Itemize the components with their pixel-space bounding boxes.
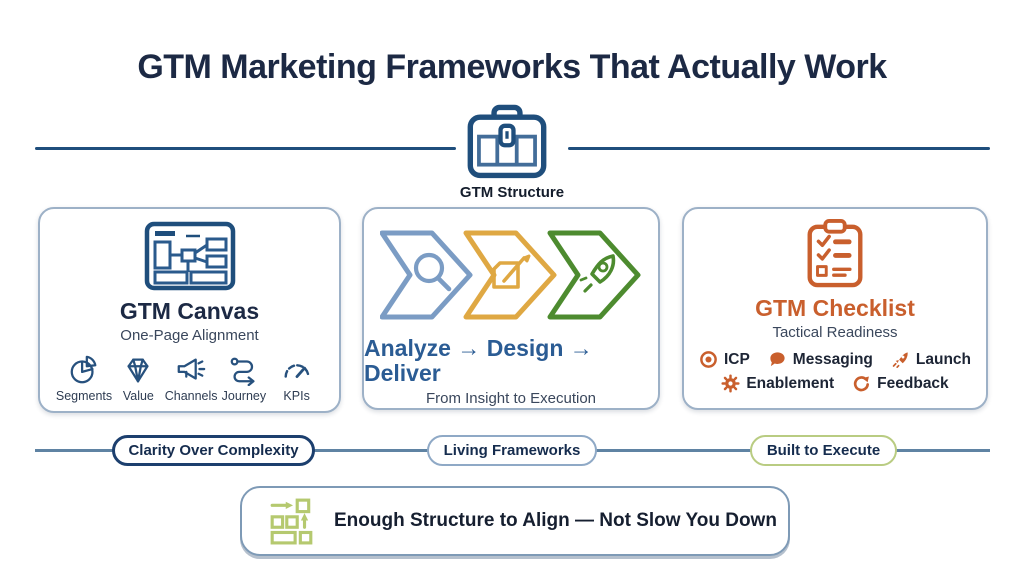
feature-label: Segments	[55, 389, 113, 404]
gtm-structure-label: GTM Structure	[459, 184, 565, 201]
feature-label: Value	[122, 389, 154, 404]
pill-label: Clarity Over Complexity	[128, 442, 299, 459]
page-title: GTM Marketing Frameworks That Actually W…	[137, 48, 887, 86]
check-item-label: Launch	[915, 350, 972, 368]
check-item-label: Feedback	[877, 374, 949, 392]
rocket-icon	[579, 254, 616, 293]
clipboard-checklist-icon	[805, 219, 865, 289]
check-item-icp: ICP	[699, 350, 750, 369]
card-gtm-canvas: GTM Canvas One-Page Alignment Segments	[38, 207, 341, 413]
feature-kpis: KPIs	[270, 354, 323, 403]
feature-label: Channels	[164, 389, 218, 404]
megaphone-icon	[175, 354, 207, 386]
rocket-icon	[891, 350, 910, 369]
checklist-row-1: ICP Messaging	[699, 350, 971, 369]
canvas-card-subtitle: One-Page Alignment	[120, 327, 259, 345]
check-item-messaging: Messaging	[768, 350, 873, 369]
process-arrows	[380, 223, 642, 327]
feature-segments: Segments	[56, 354, 112, 403]
canvas-feature-row: Segments Value	[40, 354, 339, 403]
check-item-label: Enablement	[746, 374, 835, 392]
feature-label: Journey	[221, 389, 267, 404]
feature-value: Value	[112, 354, 165, 403]
canvas-flowchart-icon	[144, 221, 236, 291]
card-gtm-checklist: GTM Checklist Tactical Readiness ICP	[682, 207, 988, 410]
card-process: Analyze → Design → Deliver From Insight …	[362, 207, 660, 410]
gauge-icon	[281, 354, 313, 386]
canvas-card-title: GTM Canvas	[119, 298, 260, 324]
deliver-arrow	[547, 230, 641, 320]
top-divider-left	[35, 147, 456, 150]
pill-living-frameworks: Living Frameworks	[427, 435, 597, 466]
pencil-doc-icon	[492, 254, 531, 289]
target-icon	[699, 350, 718, 369]
refresh-icon	[852, 374, 871, 393]
check-item-label: Messaging	[792, 350, 873, 368]
process-card-title: Analyze → Design → Deliver	[364, 335, 593, 387]
design-arrow	[463, 230, 557, 320]
pill-built-to-execute: Built to Execute	[750, 435, 897, 466]
footer-text: Enough Structure to Align — Not Slow You…	[334, 510, 777, 531]
checklist-row-2: Enablement Feedback	[721, 374, 949, 393]
gear-icon	[721, 374, 740, 393]
pill-label: Built to Execute	[766, 442, 881, 459]
pie-chart-icon	[68, 354, 100, 386]
pill-clarity-over-complexity: Clarity Over Complexity	[112, 435, 315, 466]
briefcase-icon	[457, 104, 557, 180]
check-item-label: ICP	[723, 350, 750, 368]
footer-callout: Enough Structure to Align — Not Slow You…	[240, 486, 790, 556]
check-item-launch: Launch	[891, 350, 971, 369]
feature-label: KPIs	[283, 389, 310, 404]
feature-journey: Journey	[218, 354, 271, 403]
pill-label: Living Frameworks	[443, 442, 581, 459]
checklist-card-title: GTM Checklist	[755, 295, 915, 321]
route-icon	[228, 354, 260, 387]
check-item-feedback: Feedback	[852, 374, 949, 393]
top-divider-right	[568, 147, 990, 150]
analyze-arrow	[380, 230, 473, 320]
gtm-structure-node	[457, 104, 557, 180]
checklist-card-subtitle: Tactical Readiness	[772, 324, 898, 342]
gem-icon	[122, 354, 154, 386]
speech-bubble-icon	[768, 350, 787, 369]
check-item-enablement: Enablement	[721, 374, 834, 393]
layout-structure-icon	[268, 497, 316, 545]
magnifier-icon	[413, 252, 452, 292]
feature-channels: Channels	[165, 354, 218, 403]
process-card-subtitle: From Insight to Execution	[425, 389, 597, 407]
